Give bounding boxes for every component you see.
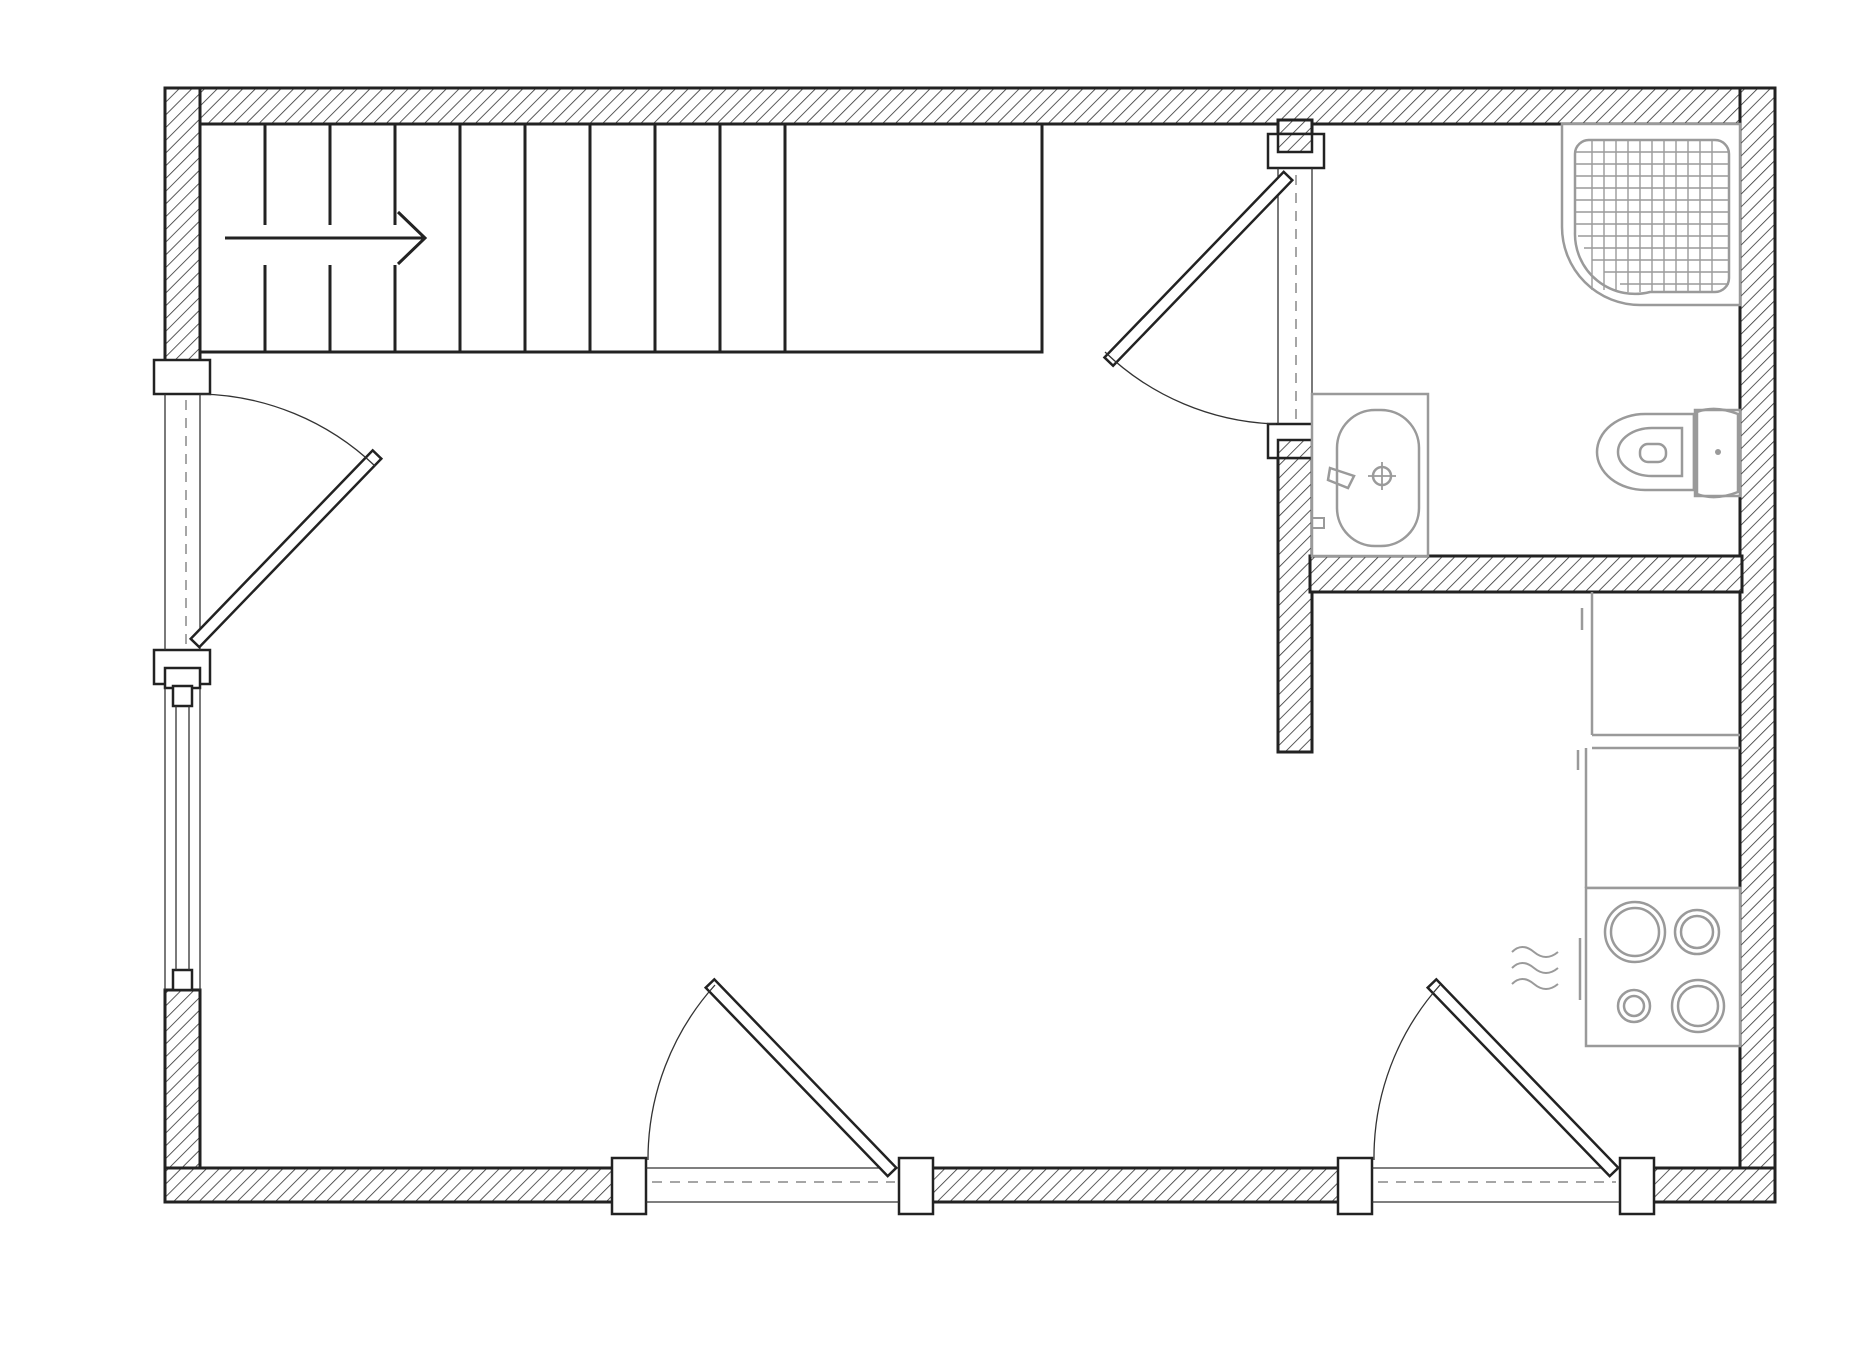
washbasin [1310, 392, 1430, 558]
interior-walls [1276, 118, 1744, 754]
toilet [1595, 407, 1742, 499]
wall-bottom-left [163, 1166, 631, 1204]
wall-bath-partition [1276, 438, 1314, 754]
stair-treads [263, 124, 787, 352]
staircase [198, 122, 1044, 354]
door-frame [152, 358, 212, 396]
wall-bottom-right [1638, 1166, 1777, 1204]
wall-left-upper [163, 86, 202, 382]
cooktop [1578, 886, 1742, 1048]
door-leaf [1102, 170, 1295, 368]
door-swing-arc [647, 984, 716, 1161]
door-leaf [1425, 977, 1621, 1178]
door-bottom-left [610, 977, 935, 1216]
shower-tray [1560, 122, 1742, 307]
door-bottom-right [1336, 977, 1656, 1216]
wall-top [163, 86, 1775, 126]
door-swing-arc [1104, 351, 1277, 425]
door-swing-arc [1373, 984, 1441, 1161]
stair-direction-arrow-icon [225, 210, 428, 266]
wall-bath-kitchen [1308, 554, 1744, 594]
door-leaf [703, 977, 899, 1178]
door-left [152, 358, 384, 686]
door-leaf [188, 448, 384, 649]
wall-right [1738, 86, 1777, 1204]
kitchen-counter [1576, 592, 1740, 890]
heat-waves-icon [1511, 946, 1559, 990]
door-bathroom [1102, 132, 1326, 460]
wall-bottom-middle [916, 1166, 1360, 1204]
staircase-outline [198, 122, 1044, 354]
door-swing-arc [199, 393, 376, 467]
window-left [163, 666, 202, 992]
